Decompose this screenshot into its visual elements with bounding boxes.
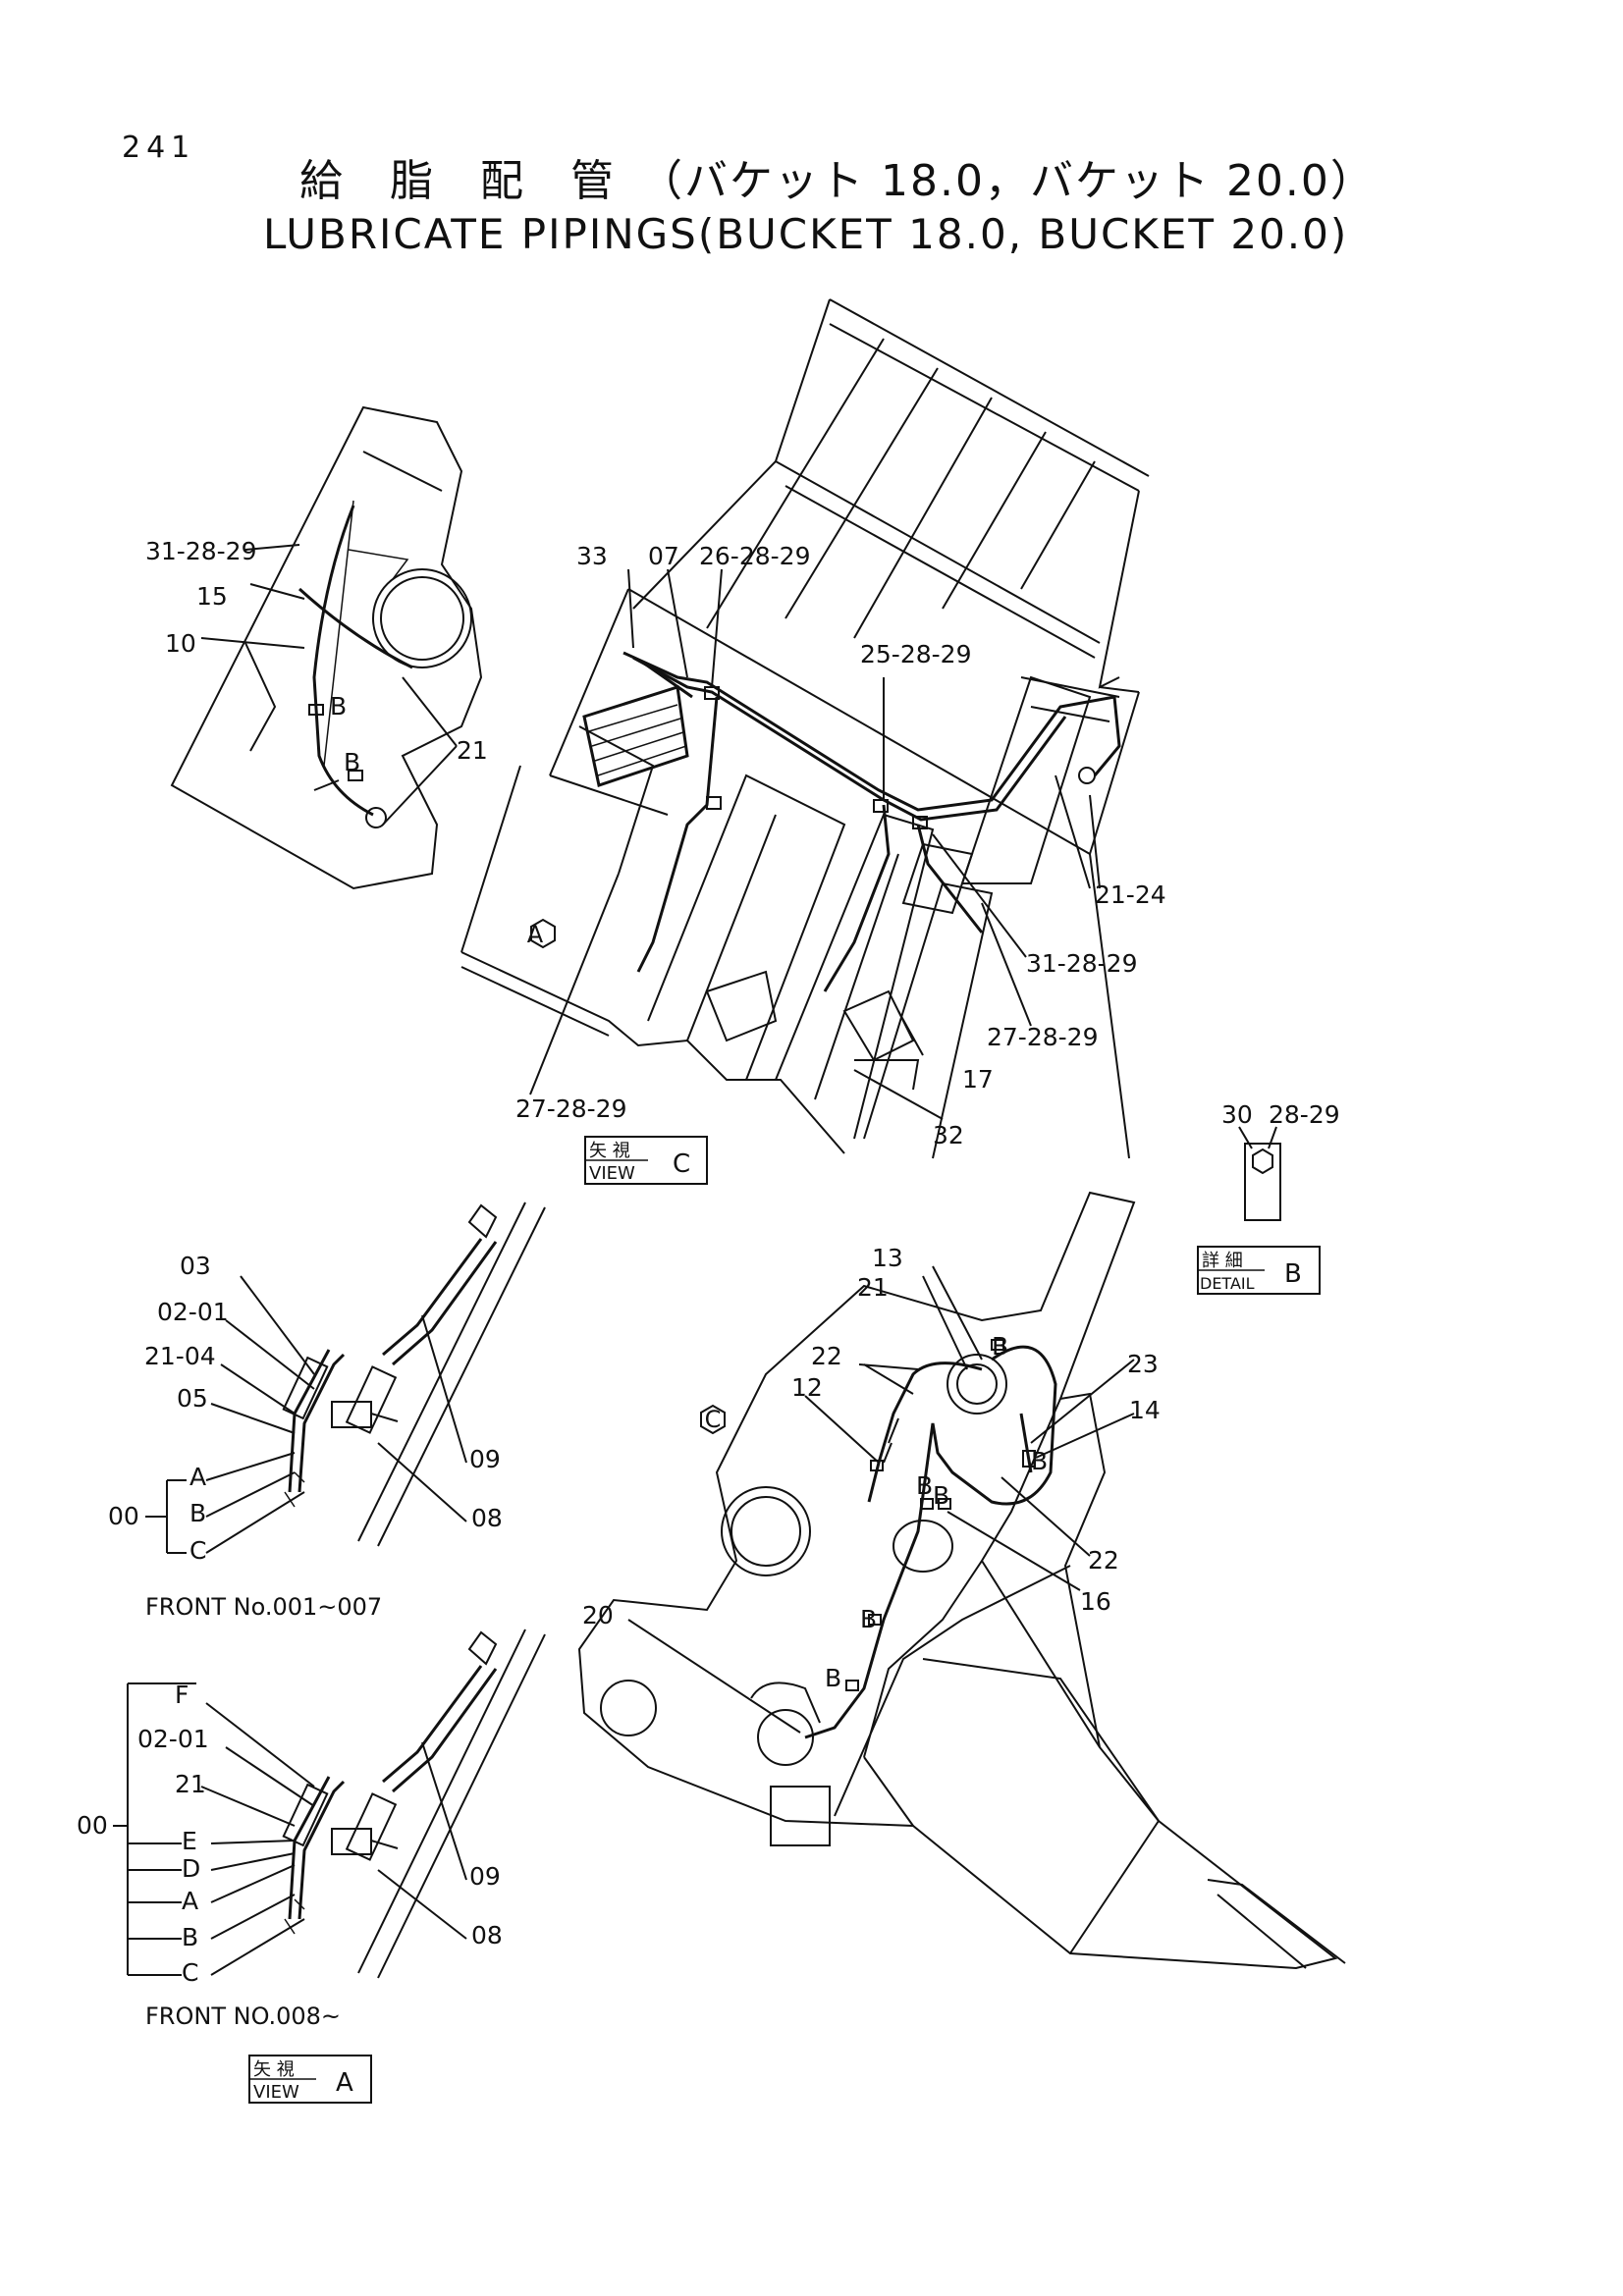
svg-text:矢 視: 矢 視 (589, 1141, 630, 1161)
label-15: 15 (196, 582, 228, 611)
label-16: 16 (1080, 1587, 1111, 1616)
label-b-bucket6: B (825, 1664, 841, 1692)
svg-text:VIEW: VIEW (253, 2082, 299, 2103)
svg-text:DETAIL: DETAIL (1200, 1274, 1255, 1293)
label-21-bucket: 21 (857, 1273, 889, 1302)
bucket-view-drawing (577, 1191, 1346, 1970)
label-30: 30 (1221, 1100, 1253, 1129)
label-03-early: 03 (180, 1252, 211, 1280)
label-28-29: 28-29 (1269, 1100, 1340, 1129)
label-22-upper: 22 (811, 1342, 842, 1370)
title-japanese: 給 脂 配 管 （バケット 18.0，バケット 20.0） (299, 156, 1376, 206)
label-17: 17 (962, 1065, 994, 1094)
view-a-top-drawing (170, 405, 483, 890)
svg-text:VIEW: VIEW (589, 1163, 635, 1184)
svg-text:詳 細: 詳 細 (1202, 1251, 1243, 1271)
view-c-caption: 矢 視 VIEW C (584, 1136, 708, 1185)
label-21-a: 21 (457, 736, 488, 765)
page-number: 241 (122, 131, 196, 165)
front-late-drawing (113, 1629, 546, 1979)
label-02-01-early: 02-01 (157, 1298, 229, 1326)
label-25-28-29: 25-28-29 (860, 640, 971, 668)
view-c-marker: C (705, 1406, 722, 1433)
label-f: F (175, 1681, 189, 1709)
label-31-28-29-a: 31-28-29 (145, 537, 256, 565)
svg-text:A: A (336, 2068, 353, 2098)
label-00-late: 00 (77, 1811, 108, 1840)
label-b-bucket3: B (916, 1471, 933, 1500)
front-early-drawing (145, 1201, 546, 1554)
label-08-late: 08 (471, 1921, 503, 1949)
label-21-late: 21 (175, 1770, 206, 1798)
label-b-early: B (189, 1499, 206, 1527)
label-b-bucket5: B (860, 1605, 877, 1633)
grease-manifold-block (582, 685, 689, 787)
label-33: 33 (576, 542, 608, 570)
label-b-bucket2: B (1031, 1447, 1048, 1475)
view-a-marker: A (527, 921, 544, 948)
caption-front-early: FRONT No.001~007 (145, 1593, 382, 1621)
label-22-lower: 22 (1088, 1546, 1119, 1575)
label-d: D (182, 1854, 200, 1883)
label-a-early: A (189, 1463, 206, 1491)
label-c-early: C (189, 1536, 206, 1565)
label-b-bucket4: B (933, 1481, 949, 1510)
svg-text:C: C (673, 1149, 690, 1179)
label-09-late: 09 (469, 1862, 501, 1891)
label-14: 14 (1129, 1396, 1161, 1424)
label-b-late: B (182, 1923, 198, 1951)
view-a-caption: 矢 視 VIEW A (248, 2055, 372, 2104)
label-05: 05 (177, 1384, 208, 1413)
svg-text:B: B (1284, 1259, 1302, 1289)
label-32: 32 (933, 1121, 964, 1149)
label-12: 12 (791, 1373, 823, 1402)
label-23: 23 (1127, 1350, 1159, 1378)
label-02-01-late: 02-01 (137, 1725, 209, 1753)
label-21-04: 21-04 (144, 1342, 216, 1370)
label-31-28-29-c: 31-28-29 (1026, 949, 1137, 978)
label-00-early: 00 (108, 1502, 139, 1530)
label-26-28-29: 26-28-29 (699, 542, 810, 570)
label-b-bucket1: B (992, 1332, 1008, 1361)
svg-text:矢 視: 矢 視 (253, 2059, 295, 2080)
label-b-a1: B (330, 692, 347, 721)
label-27-28-29-left: 27-28-29 (515, 1095, 626, 1123)
title-english: LUBRICATE PIPINGS(BUCKET 18.0, BUCKET 20… (263, 210, 1349, 258)
label-09-early: 09 (469, 1445, 501, 1473)
label-c-late: C (182, 1958, 198, 1987)
label-b-a2: B (344, 748, 360, 776)
label-07: 07 (648, 542, 679, 570)
label-21-24: 21-24 (1095, 881, 1166, 909)
view-c-drawing (460, 298, 1150, 1159)
label-e: E (182, 1827, 197, 1855)
label-27-28-29-right: 27-28-29 (987, 1023, 1098, 1051)
label-08-early: 08 (471, 1504, 503, 1532)
detail-b-drawing (1238, 1126, 1281, 1221)
label-13: 13 (872, 1244, 903, 1272)
detail-b-caption: 詳 細 DETAIL B (1197, 1246, 1321, 1295)
label-10: 10 (165, 629, 196, 658)
label-a-late: A (182, 1887, 198, 1915)
caption-front-late: FRONT NO.008~ (145, 2002, 341, 2030)
label-20: 20 (582, 1601, 614, 1629)
